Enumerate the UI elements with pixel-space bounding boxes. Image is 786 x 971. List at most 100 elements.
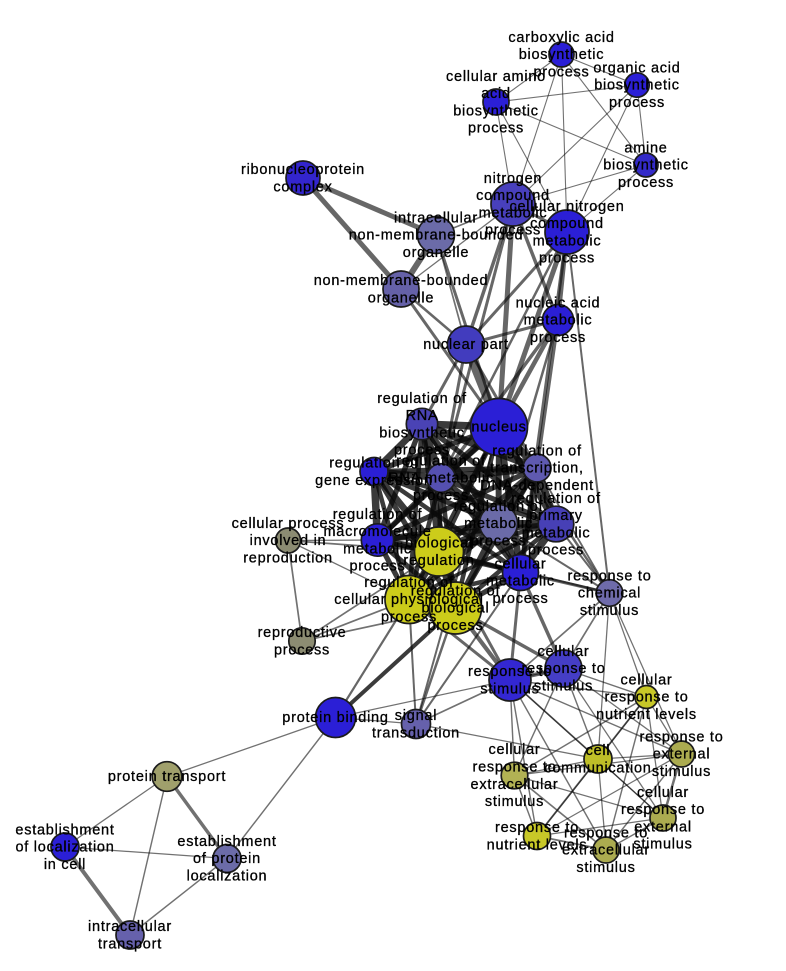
svg-text:regulation of: regulation of: [364, 575, 454, 591]
svg-text:ribonucleoprotein: ribonucleoprotein: [241, 162, 365, 178]
svg-text:cellular: cellular: [538, 644, 590, 660]
svg-text:response to: response to: [567, 568, 651, 584]
svg-text:nitrogen: nitrogen: [484, 171, 542, 187]
svg-text:biological: biological: [405, 536, 473, 552]
svg-text:of protein: of protein: [193, 851, 261, 867]
svg-text:cellular: cellular: [621, 672, 673, 688]
svg-text:transport: transport: [98, 936, 162, 952]
svg-text:biosynthetic: biosynthetic: [603, 158, 689, 174]
svg-text:complex: complex: [273, 179, 332, 195]
svg-text:nutrient levels: nutrient levels: [596, 707, 697, 723]
svg-text:regulation of: regulation of: [396, 453, 486, 469]
svg-text:response to: response to: [564, 825, 648, 841]
svg-text:carboxylic acid: carboxylic acid: [508, 30, 614, 46]
svg-text:reproduction: reproduction: [243, 551, 333, 567]
svg-text:stimulus: stimulus: [633, 837, 692, 853]
svg-text:non-membrane-bounded: non-membrane-bounded: [349, 228, 524, 244]
svg-text:protein binding: protein binding: [282, 710, 388, 726]
svg-text:intracellular: intracellular: [88, 919, 172, 935]
svg-text:process: process: [530, 330, 586, 346]
svg-text:regulation of: regulation of: [454, 499, 544, 515]
svg-text:primary: primary: [529, 508, 583, 524]
svg-text:nuclear part: nuclear part: [423, 337, 509, 353]
svg-text:metabolic: metabolic: [524, 313, 593, 329]
svg-text:response to: response to: [621, 802, 705, 818]
svg-text:cellular amino: cellular amino: [446, 69, 546, 85]
svg-text:protein transport: protein transport: [108, 769, 226, 785]
svg-text:cellular: cellular: [637, 785, 689, 801]
svg-text:metabolic: metabolic: [522, 525, 591, 541]
svg-text:stimulus: stimulus: [485, 794, 544, 810]
svg-text:amine: amine: [624, 140, 667, 156]
svg-text:organelle: organelle: [368, 290, 434, 306]
svg-text:organelle: organelle: [403, 245, 469, 261]
svg-text:external: external: [653, 747, 711, 763]
svg-text:process: process: [618, 175, 674, 191]
svg-text:metabolic: metabolic: [533, 233, 602, 249]
svg-text:stimulus: stimulus: [652, 764, 711, 780]
svg-text:process: process: [468, 121, 524, 137]
svg-text:of localization: of localization: [15, 840, 114, 856]
svg-text:intracellular: intracellular: [394, 210, 478, 226]
svg-text:compound: compound: [476, 188, 550, 204]
svg-text:organic acid: organic acid: [593, 60, 680, 76]
svg-text:cellular process: cellular process: [232, 516, 345, 532]
svg-text:in cell: in cell: [44, 857, 86, 873]
svg-text:process: process: [533, 65, 589, 81]
svg-text:metabolic: metabolic: [464, 516, 533, 532]
svg-text:regulation of: regulation of: [377, 391, 467, 407]
svg-text:chemical: chemical: [578, 586, 641, 602]
svg-text:involved in: involved in: [250, 533, 327, 549]
svg-text:regulation of: regulation of: [333, 507, 423, 523]
svg-text:nucleus: nucleus: [471, 420, 526, 436]
svg-text:metabolic: metabolic: [479, 205, 548, 221]
svg-text:metabolic: metabolic: [486, 574, 555, 590]
svg-text:localization: localization: [187, 869, 268, 885]
svg-text:external: external: [634, 819, 692, 835]
svg-text:response to: response to: [495, 820, 579, 836]
svg-text:process: process: [274, 642, 330, 658]
svg-text:process: process: [492, 591, 548, 607]
svg-text:response to: response to: [521, 661, 605, 677]
svg-text:stimulus: stimulus: [580, 603, 639, 619]
svg-text:transcription,: transcription,: [490, 461, 584, 477]
svg-text:communication: communication: [544, 760, 651, 776]
svg-text:compound: compound: [530, 216, 604, 232]
svg-text:response to: response to: [472, 760, 556, 776]
svg-text:response to: response to: [604, 690, 688, 706]
svg-text:response to: response to: [468, 664, 552, 680]
svg-text:process: process: [394, 443, 450, 459]
svg-text:gene expression: gene expression: [315, 473, 433, 489]
svg-text:process: process: [528, 543, 584, 559]
svg-text:stimulus: stimulus: [534, 679, 593, 695]
svg-text:cellular: cellular: [489, 742, 541, 758]
svg-text:cellular: cellular: [495, 556, 547, 572]
svg-text:regulation of: regulation of: [492, 443, 582, 459]
svg-text:acid: acid: [481, 86, 511, 102]
svg-text:reproductive: reproductive: [258, 625, 347, 641]
svg-text:biosynthetic: biosynthetic: [379, 425, 465, 441]
svg-text:nucleic acid: nucleic acid: [516, 295, 601, 311]
svg-text:macromolecule: macromolecule: [323, 524, 431, 540]
svg-text:regulation of: regulation of: [511, 491, 601, 507]
svg-text:process: process: [609, 95, 665, 111]
svg-text:regulation: regulation: [403, 553, 474, 569]
svg-text:stimulus: stimulus: [576, 860, 635, 876]
svg-text:process: process: [539, 251, 595, 267]
svg-text:extracellular: extracellular: [471, 777, 559, 793]
svg-text:establishment: establishment: [15, 822, 114, 838]
svg-text:process: process: [381, 610, 437, 626]
svg-text:non-membrane-bounded: non-membrane-bounded: [314, 273, 489, 289]
svg-text:signal: signal: [395, 708, 437, 724]
svg-text:response to: response to: [639, 729, 723, 745]
svg-text:RNA metabolic: RNA metabolic: [388, 471, 494, 487]
svg-text:biological: biological: [422, 601, 490, 617]
svg-text:nutrient levels: nutrient levels: [487, 837, 588, 853]
svg-text:DNA-dependent: DNA-dependent: [480, 478, 594, 494]
svg-text:RNA: RNA: [406, 408, 439, 424]
svg-text:process: process: [413, 488, 469, 504]
svg-text:process: process: [470, 534, 526, 550]
svg-text:regulation of: regulation of: [329, 456, 419, 472]
svg-text:process: process: [485, 223, 541, 239]
svg-text:cell: cell: [586, 743, 611, 759]
